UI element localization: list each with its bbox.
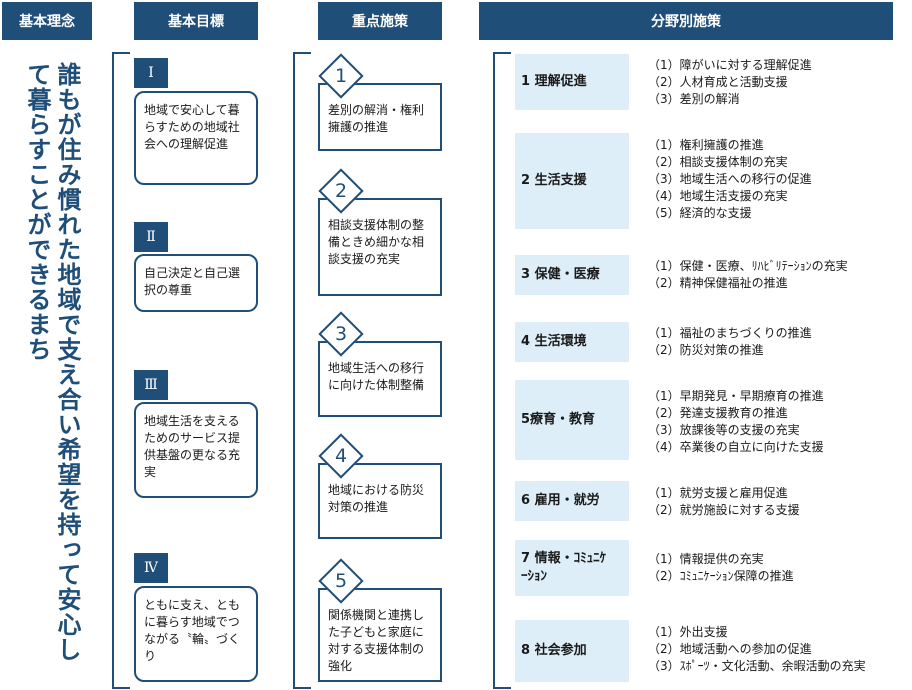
goal-4-box: ともに支え、ともに暮らす地域でつながる〝輪〟づくり [134,586,258,682]
policy-3-box: 地域生活への移行に向けた体制整備 [318,341,442,417]
field-2-item-4: （4）地域生活支援の充実 [648,189,788,203]
field-5-item-4: （4）卒業後の自立に向けた支援 [648,440,824,454]
header-fields: 分野別施策 [479,2,893,40]
field-1-item-3: （3）差別の解消 [648,92,740,106]
field-2-items: （1）権利擁護の推進 （2）相談支援体制の充実 （3）地域生活への移行の促進 （… [648,137,812,222]
field-2-label: 2 生活支援 [515,133,629,229]
basic-philosophy-vision: 誰もが住み慣れた地域で支え合い希望を持って安心して暮らすことができるまち [23,62,81,662]
field-5-items: （1）早期発見・早期療育の推進 （2）発達支援教育の推進 （3）放課後等の支援の… [648,388,824,456]
field-2-item-5: （5）経済的な支援 [648,206,752,220]
field-5-label: 5療育・教育 [515,380,629,460]
field-5-item-3: （3）放課後等の支援の充実 [648,423,800,437]
field-1-label: 1 理解促進 [515,54,629,110]
fields-bracket [493,52,511,689]
field-4-item-2: （2）防災対策の推進 [648,343,764,357]
field-4-label: 4 生活環境 [515,322,629,362]
field-1-item-1: （1）障がいに対する理解促進 [648,58,812,72]
header-philosophy: 基本理念 [2,2,92,40]
goals-bracket [112,52,130,689]
field-5-item-2: （2）発達支援教育の推進 [648,406,788,420]
field-3-item-1: （1）保健・医療、ﾘﾊﾋﾞﾘﾃｰｼｮﾝの充実 [648,259,848,273]
policy-1-box: 差別の解消・権利擁護の推進 [318,83,442,151]
goal-4-number: Ⅳ [134,553,168,583]
field-6-items: （1）就労支援と雇用促進 （2）就労施設に対する支援 [648,485,800,519]
field-7-label: 7 情報・ｺﾐｭﾆｹｰｼｮﾝ [515,540,629,596]
field-5-item-1: （1）早期発見・早期療育の推進 [648,389,824,403]
field-4-items: （1）福祉のまちづくりの推進 （2）防災対策の推進 [648,325,812,359]
goal-3-number: Ⅲ [134,370,168,400]
field-8-item-3: （3）ｽﾎﾟｰﾂ・文化活動、余暇活動の充実 [648,659,866,673]
goal-2-box: 自己決定と自己選択の尊重 [134,254,258,312]
field-7-items: （1）情報提供の充実 （2）ｺﾐｭﾆｹｰｼｮﾝ保障の推進 [648,551,794,585]
field-2-item-2: （2）相談支援体制の充実 [648,155,788,169]
field-6-item-2: （2）就労施設に対する支援 [648,503,800,517]
field-1-items: （1）障がいに対する理解促進 （2）人材育成と活動支援 （3）差別の解消 [648,57,812,108]
policy-2-number: 2 [334,180,348,202]
policy-3-number: 3 [334,323,348,345]
field-7-item-2: （2）ｺﾐｭﾆｹｰｼｮﾝ保障の推進 [648,569,794,583]
policy-4-number: 4 [334,445,348,467]
field-8-item-2: （2）地域活動への参加の促進 [648,642,812,656]
field-8-label: 8 社会参加 [515,620,629,682]
policies-bracket [293,52,311,689]
field-8-items: （1）外出支援 （2）地域活動への参加の促進 （3）ｽﾎﾟｰﾂ・文化活動、余暇活… [648,624,866,675]
goal-1-box: 地域で安心して暮らすための地域社会への理解促進 [134,91,258,185]
field-7-item-1: （1）情報提供の充実 [648,552,764,566]
header-policies: 重点施策 [318,2,442,40]
field-1-item-2: （2）人材育成と活動支援 [648,75,788,89]
field-6-label: 6 雇用・就労 [515,481,629,521]
field-4-item-1: （1）福祉のまちづくりの推進 [648,326,812,340]
field-8-item-1: （1）外出支援 [648,625,728,639]
field-3-label: 3 保健・医療 [515,255,629,295]
policy-1-number: 1 [334,65,348,87]
field-3-item-2: （2）精神保健福祉の推進 [648,276,788,290]
goal-2-number: Ⅱ [134,222,168,252]
field-2-item-1: （1）権利擁護の推進 [648,138,764,152]
goal-1-number: Ⅰ [134,58,168,88]
field-2-item-3: （3）地域生活への移行の促進 [648,172,812,186]
goal-3-box: 地域生活を支えるためのサービス提供基盤の更なる充実 [134,402,258,498]
field-6-item-1: （1）就労支援と雇用促進 [648,486,788,500]
policy-2-box: 相談支援体制の整備ときめ細かな相談支援の充実 [318,198,442,296]
policy-5-box: 関係機関と連携した子どもと家庭に対する支援体制の強化 [318,588,442,682]
field-3-items: （1）保健・医療、ﾘﾊﾋﾞﾘﾃｰｼｮﾝの充実 （2）精神保健福祉の推進 [648,258,848,292]
policy-5-number: 5 [334,570,348,592]
header-goals: 基本目標 [134,2,258,40]
